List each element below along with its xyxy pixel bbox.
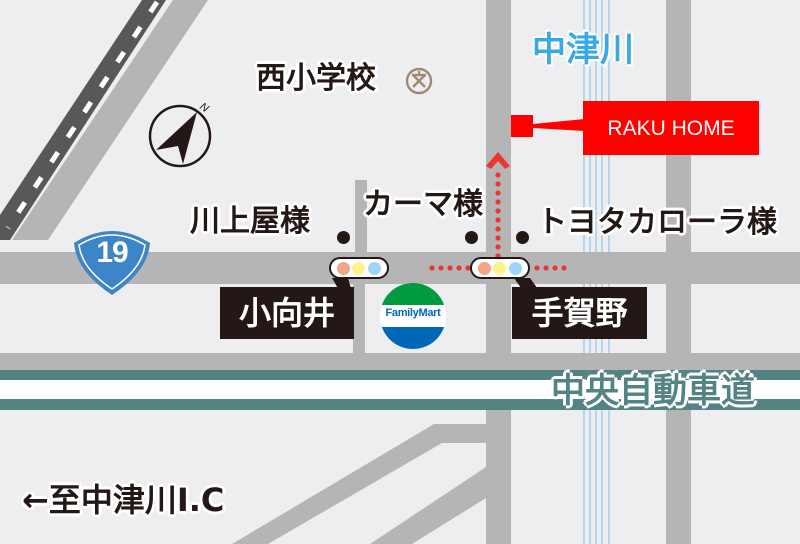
- expressway-band: [0, 370, 800, 410]
- signal-lamp-red: [337, 261, 351, 275]
- intersection-tegano-text: 手賀野: [531, 294, 628, 332]
- marker-kawakamiya: [337, 231, 350, 244]
- label-expressway: 中央自動車道: [551, 371, 755, 411]
- familymart-logo: FamilyMart: [380, 283, 446, 349]
- label-kama: カーマ様: [363, 187, 483, 222]
- railway: [0, 0, 166, 240]
- signal-lamp-yellow: [352, 261, 366, 275]
- intersection-tegano: 手賀野: [512, 287, 647, 339]
- label-river: 中津川: [532, 30, 634, 70]
- signal-lamp-yellow: [493, 261, 507, 275]
- intersection-komukai: 小向井: [220, 287, 354, 339]
- destination-text: RAKU HOME: [607, 116, 735, 140]
- destination-marker: [511, 115, 585, 137]
- destination-label: RAKU HOME: [583, 101, 759, 155]
- compass-icon: N: [148, 101, 212, 168]
- signal-lamp-red: [478, 261, 492, 275]
- route-19-shield: 19: [70, 223, 154, 297]
- intersection-komukai-text: 小向井: [238, 294, 335, 332]
- label-kawakamiya: 川上屋様: [190, 204, 310, 239]
- school-icon: [405, 67, 433, 95]
- signal-lamp-blue: [367, 261, 381, 275]
- signal-lamp-blue: [508, 261, 522, 275]
- route-number: 19: [96, 236, 128, 269]
- direction-to-ic: ←至中津川I.C: [22, 481, 225, 519]
- marker-kama: [465, 231, 478, 244]
- marker-toyota: [516, 231, 529, 244]
- label-school: 西小学校: [256, 61, 376, 96]
- traffic-signal-komukai: [329, 257, 389, 279]
- label-toyota: トヨタカローラ様: [537, 205, 777, 240]
- familymart-text: FamilyMart: [385, 307, 441, 319]
- traffic-signal-tegano: [470, 257, 530, 279]
